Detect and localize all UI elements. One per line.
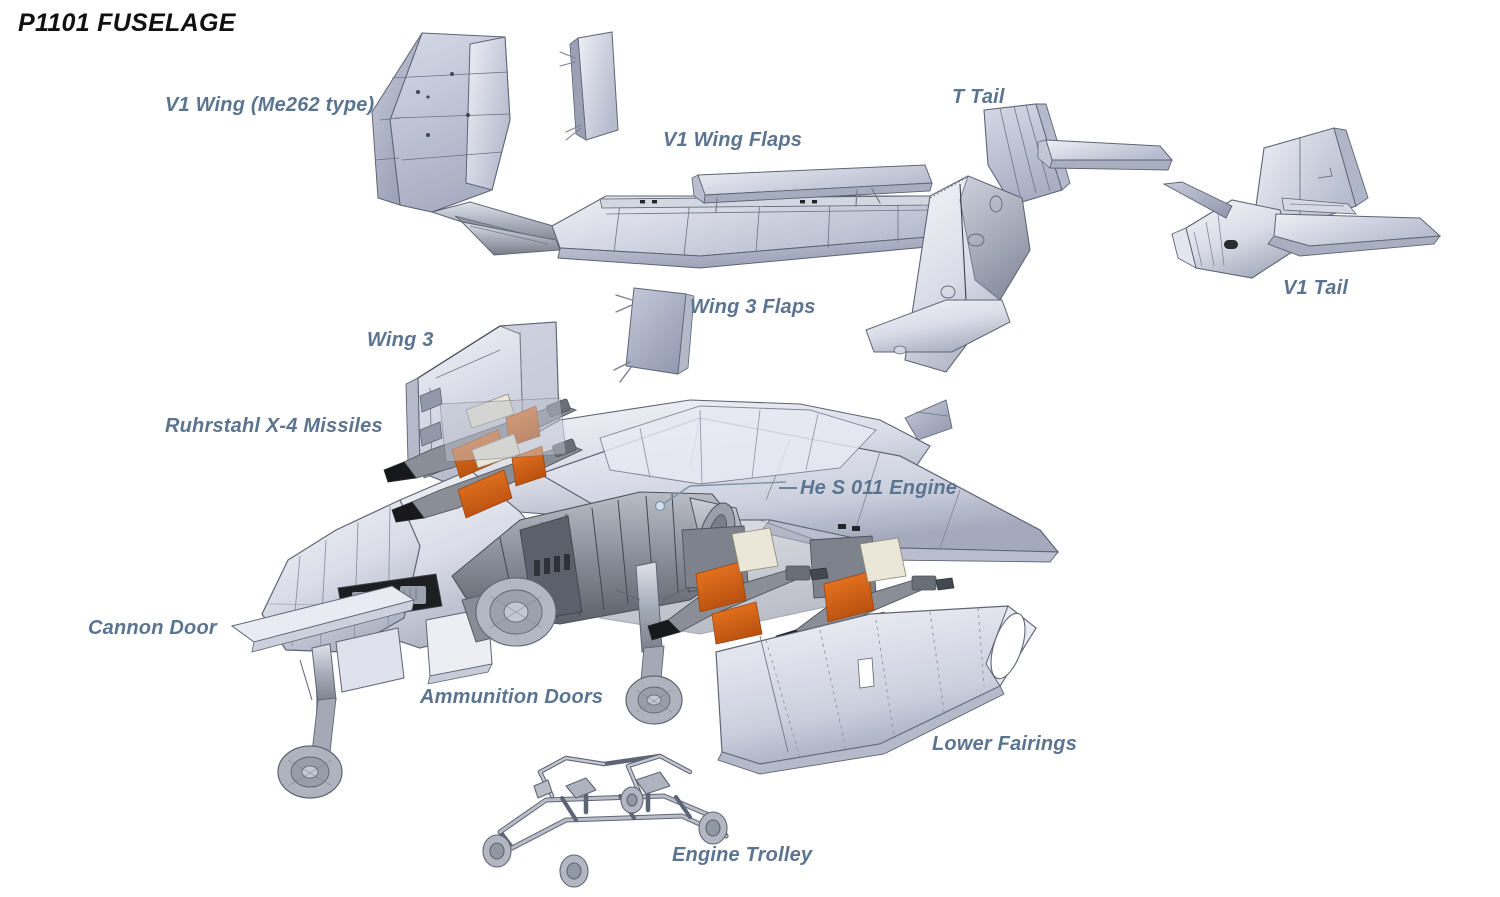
page-title: P1101 FUSELAGE [18,9,236,37]
part-v1-wing-flaps[interactable] [691,164,933,213]
label-v1-wing-flaps: V1 Wing Flaps [663,129,803,151]
part-v1-wing-assembly[interactable] [371,32,941,269]
label-hes011-engine: He S 011 Engine [800,477,958,499]
part-ammunition-doors[interactable] [335,607,493,693]
part-v1-tail-assembly[interactable] [1162,127,1442,279]
label-lower-fairings: Lower Fairings [932,733,1078,755]
label-engine-trolley: Engine Trolley [672,844,813,866]
main-fuselage[interactable] [230,399,1060,693]
part-cannon-door-panel[interactable] [230,585,416,653]
label-t-tail: T Tail [952,86,1005,108]
label-ammunition-doors: Ammunition Doors [420,686,604,708]
engine-leader-line [654,481,787,512]
engine-leader-dash [779,487,797,489]
label-wing3-flaps: Wing 3 Flaps [690,296,816,318]
label-x4-missiles: Ruhrstahl X-4 Missiles [165,415,383,437]
part-t-tail-assembly[interactable] [865,103,1174,441]
part-x4-missiles-bay[interactable] [383,393,584,523]
part-lower-fairing[interactable] [715,605,1037,775]
label-v1-wing: V1 Wing (Me262 type) [165,94,375,116]
part-engine-trolley[interactable] [482,753,729,888]
label-v1-tail: V1 Tail [1283,277,1349,299]
part-wing3-flaps[interactable] [613,287,695,383]
main-landing-wheel [475,577,557,647]
part-v1-wing-flap-small[interactable] [559,31,619,141]
landing-gear[interactable] [277,561,689,799]
label-cannon-door: Cannon Door [88,617,217,639]
label-wing3: Wing 3 [367,329,434,351]
